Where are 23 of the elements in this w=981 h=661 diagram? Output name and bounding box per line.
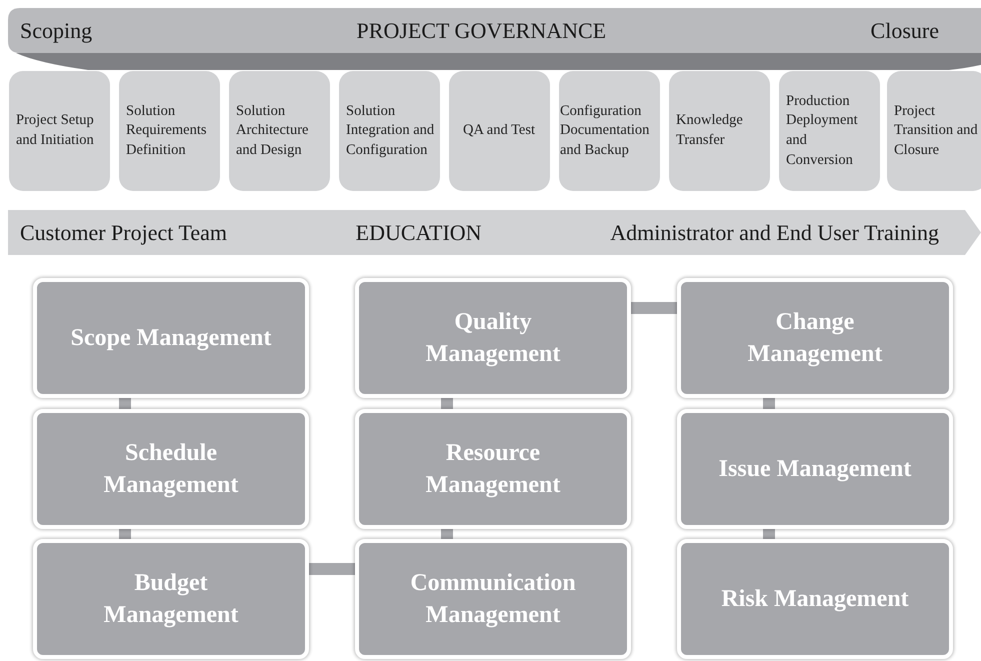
phase-box: Knowledge Transfer xyxy=(669,71,770,191)
connector-bar xyxy=(441,398,453,409)
connector-bar xyxy=(763,529,775,539)
connector-bar xyxy=(309,563,355,575)
phase-box: QA and Test xyxy=(449,71,550,191)
phase-box: Project Transition and Closure xyxy=(887,71,981,191)
band-label: PROJECT GOVERNANCE xyxy=(356,18,606,44)
band-label: Scoping xyxy=(20,18,92,44)
connector-bar xyxy=(119,529,131,539)
phase-box: Configuration Documentation and Backup xyxy=(559,71,660,191)
connector-bar xyxy=(763,398,775,409)
band-label: EDUCATION xyxy=(356,220,482,246)
band-label: Closure xyxy=(870,18,939,44)
phase-box: Solution Requirements Definition xyxy=(119,71,220,191)
band-label: Customer Project Team xyxy=(20,220,228,246)
phase-box: Solution Integration and Configuration xyxy=(339,71,440,191)
connector-bar xyxy=(119,398,131,409)
connector-bar xyxy=(441,529,453,539)
band-label: Administrator and End User Training xyxy=(610,220,939,246)
phase-box: Solution Architecture and Design xyxy=(229,71,330,191)
phase-box: Project Setup and Initiation xyxy=(9,71,110,191)
connector-bar xyxy=(631,302,677,314)
phase-box: Production Deployment and Conversion xyxy=(779,71,880,191)
